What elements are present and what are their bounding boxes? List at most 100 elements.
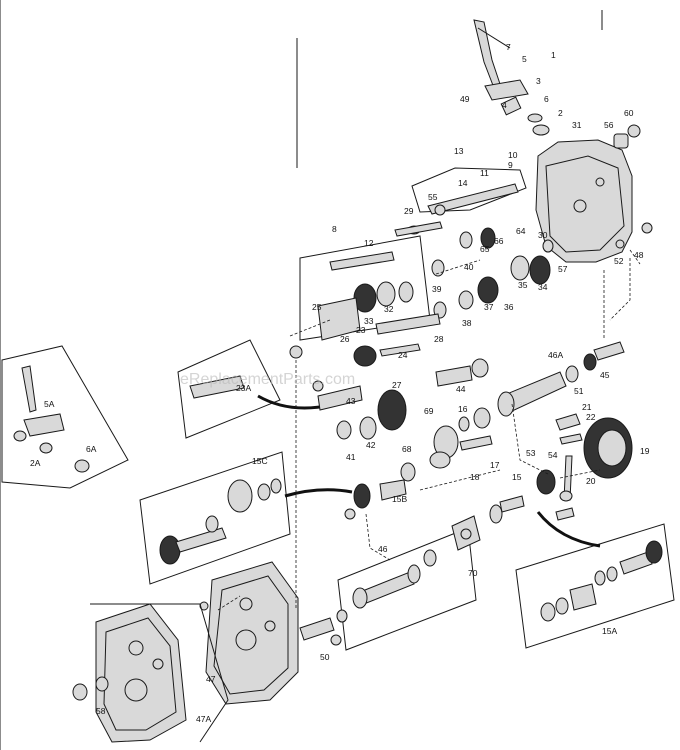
- callout-label: 50: [320, 652, 330, 662]
- callout-label: 46: [378, 544, 388, 554]
- arrow-15a: [536, 511, 601, 548]
- callout-label: 15C: [252, 456, 268, 466]
- arrow-15c: [284, 488, 353, 498]
- callout-label: 1: [551, 50, 556, 60]
- shift-rod: [394, 183, 519, 237]
- shaft-46: [352, 495, 525, 609]
- callout-label: 31: [572, 120, 582, 130]
- callout-label: 57: [558, 264, 568, 274]
- callout-label: 30: [538, 230, 548, 240]
- output-shaft-46a: [458, 341, 625, 432]
- callout-label: 15B: [392, 494, 407, 504]
- gear-53: [344, 462, 416, 520]
- shift-lever-assembly: [473, 19, 550, 136]
- callout-label: 6A: [86, 444, 97, 454]
- callout-label: 35: [518, 280, 528, 290]
- callout-label: 38: [462, 318, 472, 328]
- callout-label: 3: [536, 76, 541, 86]
- shaft-15c: [159, 478, 282, 565]
- callout-label: 68: [402, 444, 412, 454]
- transmission-case-47a: [72, 603, 187, 743]
- callout-label: 15A: [602, 626, 617, 636]
- transmission-case-47: [199, 561, 299, 705]
- callout-label: 60: [624, 108, 634, 118]
- callout-label: 45: [600, 370, 610, 380]
- callout-label: 13: [454, 146, 464, 156]
- shaft-23a: [189, 375, 245, 399]
- ring-gear-assembly: [429, 413, 633, 521]
- callout-label: 9: [508, 160, 513, 170]
- callout-label: 12: [364, 238, 374, 248]
- callout-label: 7: [506, 42, 511, 52]
- callout-label: 2A: [30, 458, 41, 468]
- callout-label: 37: [484, 302, 494, 312]
- callout-label: 42: [366, 440, 376, 450]
- bracket-47a: [90, 603, 229, 743]
- callout-label: 36: [504, 302, 514, 312]
- callout-label: 40: [464, 262, 474, 272]
- callout-label: 15: [512, 472, 522, 482]
- callout-label: 52: [614, 256, 624, 266]
- callout-label: 56: [604, 120, 614, 130]
- callout-label: 47A: [196, 714, 211, 724]
- callout-label: 11: [480, 168, 489, 178]
- callout-label: 2: [558, 108, 563, 118]
- inset-box-1a: [1, 345, 129, 489]
- callout-label: 47: [206, 674, 216, 684]
- alignment-leaders: [217, 249, 641, 611]
- callout-label: 16: [458, 404, 468, 414]
- callout-label: 65: [480, 244, 490, 254]
- shaft-15a: [540, 540, 663, 622]
- subassembly-box-46: [337, 527, 477, 651]
- callout-label: 49: [460, 94, 470, 104]
- callout-label: 29: [404, 206, 414, 216]
- callout-label: 43: [346, 396, 356, 406]
- callout-label: 23: [356, 325, 366, 335]
- watermark-text: eReplacementParts.com: [180, 371, 355, 388]
- callout-label: 66: [494, 236, 504, 246]
- callout-label: 20: [586, 476, 596, 486]
- callout-label: 27: [392, 380, 402, 390]
- callout-label: 58: [96, 706, 106, 716]
- upper-gear-row: [299, 227, 554, 367]
- callout-label: 53: [526, 448, 536, 458]
- callout-label: 54: [548, 450, 558, 460]
- center-shaft-group: [289, 345, 489, 440]
- shift-rod-bracket: [411, 167, 527, 213]
- callout-label: 46A: [548, 350, 563, 360]
- callout-label: 25: [312, 302, 322, 312]
- callout-label: 39: [432, 284, 442, 294]
- callout-label: 4: [502, 100, 507, 110]
- callout-label: 24: [398, 350, 408, 360]
- callout-label: 32: [384, 304, 394, 314]
- callout-label: 44: [456, 384, 466, 394]
- callout-label: 14: [458, 178, 468, 188]
- subassembly-box-15a: [515, 523, 675, 649]
- callout-label: 55: [428, 192, 438, 202]
- callout-label: 48: [634, 250, 644, 260]
- callout-label: 22: [586, 412, 596, 422]
- callout-label: 10: [508, 150, 518, 160]
- callout-label: 6: [544, 94, 549, 104]
- callout-label: 18: [470, 472, 480, 482]
- callout-label: 51: [574, 386, 584, 396]
- callout-label: 21: [582, 402, 592, 412]
- callout-label: 26: [340, 334, 350, 344]
- subassembly-box-15c: [139, 451, 291, 585]
- callout-label: 69: [424, 406, 434, 416]
- callout-label: 19: [640, 446, 650, 456]
- callout-label: 8: [332, 224, 337, 234]
- callout-label: 28: [434, 334, 444, 344]
- inset-lever: [13, 365, 90, 473]
- callout-label: 17: [490, 460, 500, 470]
- callout-label: 33: [364, 316, 374, 326]
- callout-label: 70: [468, 568, 478, 578]
- callout-labels: 122A3455A66A78910111213141515A15B15C1617…: [30, 42, 650, 724]
- callout-label: 34: [538, 282, 548, 292]
- transmission-case-upper: [535, 124, 653, 263]
- shaft-45-50: [299, 609, 348, 646]
- callout-label: 5: [522, 54, 527, 64]
- callout-label: 41: [346, 452, 356, 462]
- callout-label: 23A: [236, 383, 251, 393]
